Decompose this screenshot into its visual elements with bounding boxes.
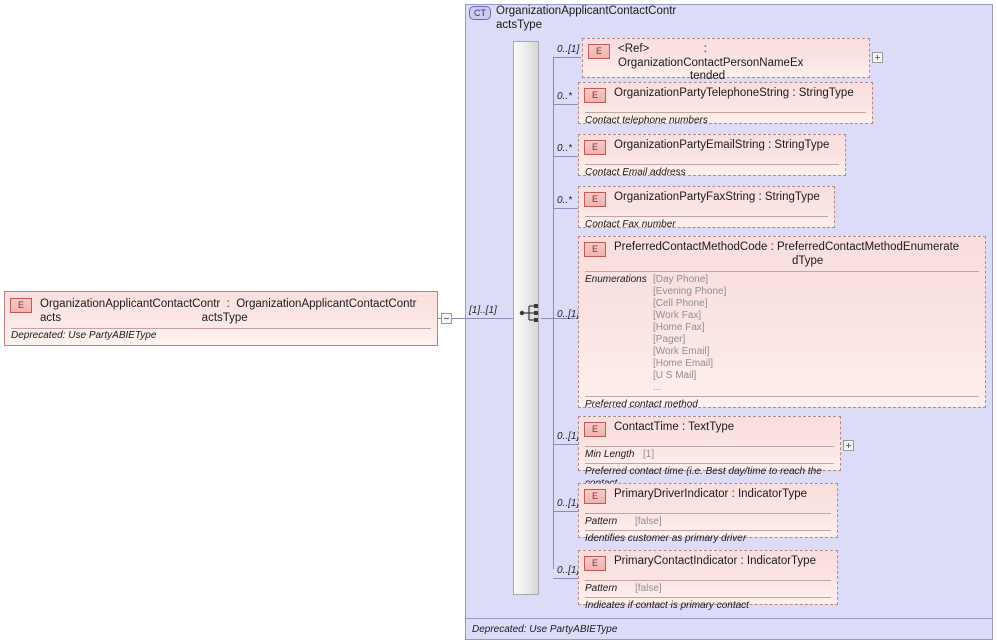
enum-item: [Evening Phone] — [653, 286, 727, 297]
facet-label: Min Length — [585, 449, 635, 460]
element-description: Identifies customer as primary driver — [585, 533, 747, 544]
divider — [585, 597, 831, 598]
divider — [585, 164, 839, 165]
element-header: E OrganizationPartyTelephoneString : Str… — [579, 83, 872, 112]
element-title-wrap: dType — [792, 254, 824, 267]
facet-value: [false] — [635, 516, 662, 527]
element-box-organization-party-fax-string[interactable]: E OrganizationPartyFaxString : StringTyp… — [578, 186, 835, 230]
root-element-title: OrganizationApplicantContactContr : Orga… — [40, 298, 417, 324]
element-badge-icon: E — [10, 298, 32, 313]
element-badge-icon: E — [584, 422, 606, 437]
root-element-box[interactable]: E OrganizationApplicantContactContr : Or… — [4, 291, 438, 346]
element-title: OrganizationPartyTelephoneString : Strin… — [614, 87, 854, 99]
facet-min-length: Min Length [1] — [579, 447, 840, 463]
cardinality-label: 0..* — [557, 91, 573, 102]
element-badge-icon: E — [584, 88, 606, 103]
facet-pattern: Pattern [false] — [579, 514, 837, 530]
divider — [585, 112, 866, 113]
enum-item: ... — [653, 382, 662, 393]
element-header: E PrimaryContactIndicator : IndicatorTyp… — [579, 551, 837, 580]
cardinality-label: 0..[1] — [557, 309, 580, 320]
element-header: E OrganizationPartyFaxString : StringTyp… — [579, 187, 834, 216]
enum-item: [Cell Phone] — [653, 298, 708, 309]
element-box-primary-driver-indicator[interactable]: E PrimaryDriverIndicator : IndicatorType… — [578, 483, 838, 544]
minus-icon[interactable] — [441, 313, 452, 324]
divider — [585, 446, 834, 447]
ct-badge: CT — [469, 6, 491, 20]
element-header: E <Ref> : OrganizationContactPersonNameE… — [583, 39, 869, 87]
enum-item: [Home Fax] — [653, 322, 705, 333]
element-badge-icon: E — [584, 140, 606, 155]
enumeration-values: [Day Phone] [Evening Phone] [Cell Phone]… — [653, 274, 726, 394]
enum-item: [Pager] — [653, 334, 686, 345]
cardinality-label: 0..* — [557, 143, 573, 154]
element-description: Contact Fax number — [585, 219, 676, 230]
divider — [585, 216, 828, 217]
facet-label: Pattern — [585, 583, 618, 594]
sequence-icon[interactable] — [519, 303, 541, 323]
root-element-description: Deprecated: Use PartyABIEType — [11, 330, 157, 341]
cardinality-label: 0..[1] — [557, 565, 580, 576]
divider — [585, 530, 831, 531]
element-title: OrganizationPartyFaxString : StringType — [614, 191, 820, 203]
divider — [585, 513, 831, 514]
element-header: E PrimaryDriverIndicator : IndicatorType — [579, 484, 837, 513]
cardinality-label: 0..[1] — [557, 44, 580, 55]
divider — [585, 271, 979, 272]
plus-icon[interactable] — [872, 52, 883, 63]
complex-type-footer-note: Deprecated: Use PartyABIEType — [472, 624, 618, 635]
ct-footer-divider — [466, 618, 992, 619]
plus-icon[interactable] — [843, 440, 854, 451]
complex-type-title: OrganizationApplicantContactContr actsTy… — [496, 5, 677, 31]
enum-item: [Work Fax] — [653, 310, 702, 321]
element-header: E PreferredContactMethodCode : Preferred… — [579, 237, 985, 271]
element-title-wrap: tended — [690, 70, 726, 82]
facet-label: Enumerations — [585, 274, 647, 285]
facet-enumerations: Enumerations [Day Phone] [Evening Phone]… — [579, 272, 985, 396]
element-box-primary-contact-indicator[interactable]: E PrimaryContactIndicator : IndicatorTyp… — [578, 550, 838, 611]
facet-value: [false] — [635, 583, 662, 594]
element-box-contact-time[interactable]: E ContactTime : TextType Min Length [1] … — [578, 416, 841, 489]
element-title: PreferredContactMethodCode : PreferredCo… — [614, 241, 960, 267]
root-cardinality: [1]..[1] — [469, 305, 497, 316]
facet-value: [1] — [643, 449, 655, 460]
element-description: Indicates if contact is primary contact — [585, 600, 749, 611]
element-box-organization-party-telephone-string[interactable]: E OrganizationPartyTelephoneString : Str… — [578, 82, 873, 126]
element-badge-icon: E — [588, 44, 610, 59]
divider — [585, 580, 831, 581]
enum-item: [Home Email] — [653, 358, 714, 369]
element-badge-icon: E — [584, 192, 606, 207]
divider — [585, 396, 979, 397]
element-title: OrganizationPartyEmailString : StringTyp… — [614, 139, 830, 151]
enum-item: [U S Mail] — [653, 370, 697, 381]
element-header: E OrganizationPartyEmailString : StringT… — [579, 135, 845, 164]
element-description: Contact telephone numbers — [585, 115, 708, 126]
element-title: ContactTime : TextType — [614, 421, 735, 433]
element-badge-icon: E — [584, 556, 606, 571]
root-element-header: E OrganizationApplicantContactContr : Or… — [5, 292, 437, 329]
root-connector-line — [452, 318, 513, 319]
cardinality-label: 0..[1] — [557, 431, 580, 442]
element-header: E ContactTime : TextType — [579, 417, 840, 446]
element-title: PrimaryDriverIndicator : IndicatorType — [614, 488, 808, 500]
element-box-ref[interactable]: E <Ref> : OrganizationContactPersonNameE… — [582, 38, 870, 82]
element-box-organization-party-email-string[interactable]: E OrganizationPartyEmailString : StringT… — [578, 134, 846, 178]
element-description: Preferred contact method — [585, 399, 698, 410]
element-badge-icon: E — [584, 489, 606, 504]
root-element-divider — [11, 328, 431, 329]
element-title: PrimaryContactIndicator : IndicatorType — [614, 555, 816, 567]
element-box-preferred-contact-method-code[interactable]: E PreferredContactMethodCode : Preferred… — [578, 236, 986, 410]
facet-label: Pattern — [585, 516, 618, 527]
facet-pattern: Pattern [false] — [579, 581, 837, 597]
enum-item: [Work Email] — [653, 346, 710, 357]
tree-spine — [553, 57, 554, 569]
enum-item: [Day Phone] — [653, 274, 709, 285]
cardinality-label: 0..* — [557, 195, 573, 206]
element-badge-icon: E — [584, 242, 606, 257]
element-description: Contact Email address — [585, 167, 686, 178]
cardinality-label: 0..[1] — [557, 498, 580, 509]
divider — [585, 463, 834, 464]
